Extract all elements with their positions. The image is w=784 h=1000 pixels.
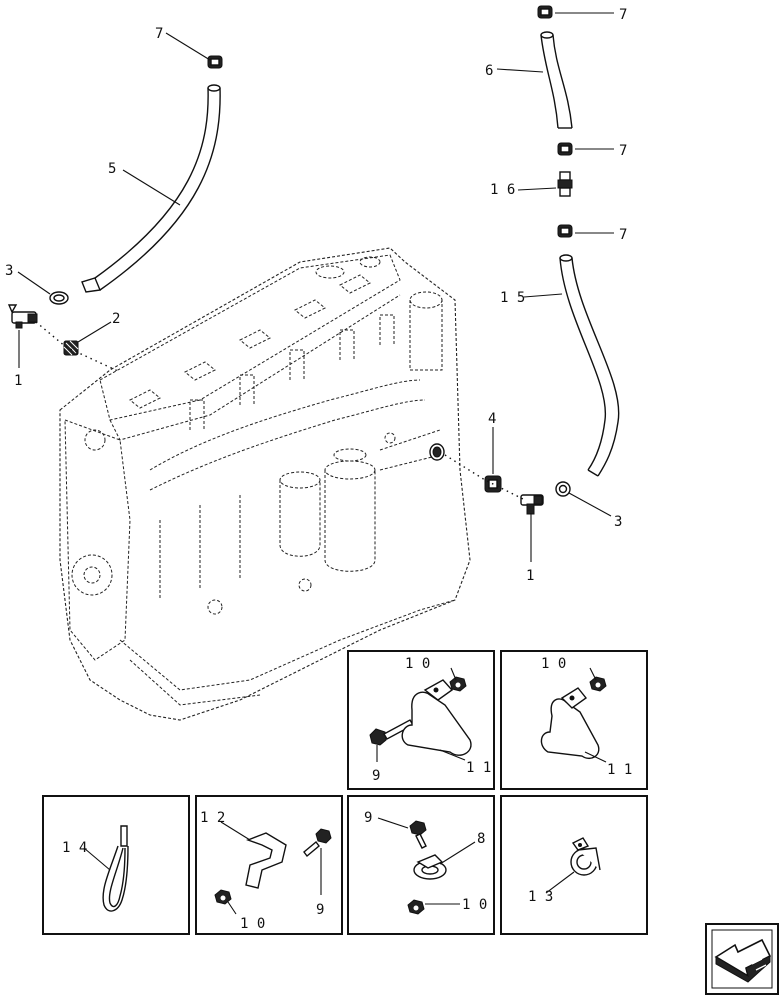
callout-7-low: 7 — [619, 227, 627, 243]
callout-6: 6 — [485, 63, 493, 79]
callout-15: 1 5 — [500, 290, 525, 306]
box2-callout-11: 1 1 — [607, 762, 632, 778]
callout-1-right: 1 — [526, 568, 534, 584]
hose-15 — [559, 257, 607, 471]
detail-box-clamp-bolt: 1 0 9 1 1 — [347, 650, 495, 790]
box6-callout-13: 1 3 — [528, 889, 553, 905]
install-line-left — [35, 321, 121, 373]
detail-box-strap: 1 4 — [42, 795, 190, 935]
callout-1-left: 1 — [14, 373, 22, 389]
detail-box-bracket: 1 2 1 0 9 — [195, 795, 343, 935]
hose-6 — [540, 34, 559, 129]
detail-box-clamp: 1 0 1 1 — [500, 650, 648, 790]
adapter-2 — [63, 340, 79, 356]
connector-16 — [557, 171, 573, 197]
box1-callout-10: 1 0 — [405, 656, 430, 672]
left-hose-assembly — [7, 55, 223, 373]
box4-callout-9: 9 — [316, 902, 324, 918]
box1-callout-9: 9 — [372, 768, 380, 784]
box5-callout-9: 9 — [364, 810, 372, 826]
hose-5 — [94, 87, 209, 279]
hose-clamp-7-low — [557, 224, 573, 238]
callout-7-mid: 7 — [619, 143, 627, 159]
box4-callout-10: 1 0 — [240, 916, 265, 932]
callout-2: 2 — [112, 311, 120, 327]
main-callouts: 7 5 3 2 1 7 6 7 1 6 7 1 5 4 3 1 — [5, 7, 627, 584]
detail-box-clip: 1 3 — [500, 795, 648, 935]
next-page-arrow-icon[interactable] — [705, 923, 779, 995]
callout-7-top: 7 — [619, 7, 627, 23]
callout-5: 5 — [108, 161, 116, 177]
callout-3-left: 3 — [5, 263, 13, 279]
right-hose-assembly — [444, 5, 620, 515]
engine-block — [59, 247, 471, 721]
hose-clamp-7-mid — [557, 142, 573, 156]
box5-callout-10: 1 0 — [462, 897, 487, 913]
drain-valve-1-right — [520, 494, 544, 515]
callout-4: 4 — [488, 411, 496, 427]
callout-16: 1 6 — [490, 182, 515, 198]
box3-callout-14: 1 4 — [62, 840, 87, 856]
hose-clamp-7-top — [537, 5, 553, 19]
box1-callout-11: 1 1 — [466, 760, 491, 776]
hose-clamp-7-left — [207, 55, 223, 69]
callout-3-right: 3 — [614, 514, 622, 530]
callout-7-left: 7 — [155, 26, 163, 42]
box4-callout-12: 1 2 — [200, 810, 225, 826]
box2-callout-10: 1 0 — [541, 656, 566, 672]
detail-box-p-clip: 9 8 1 0 — [347, 795, 495, 935]
box5-callout-8: 8 — [477, 831, 485, 847]
drain-valve-1-left — [7, 304, 38, 329]
